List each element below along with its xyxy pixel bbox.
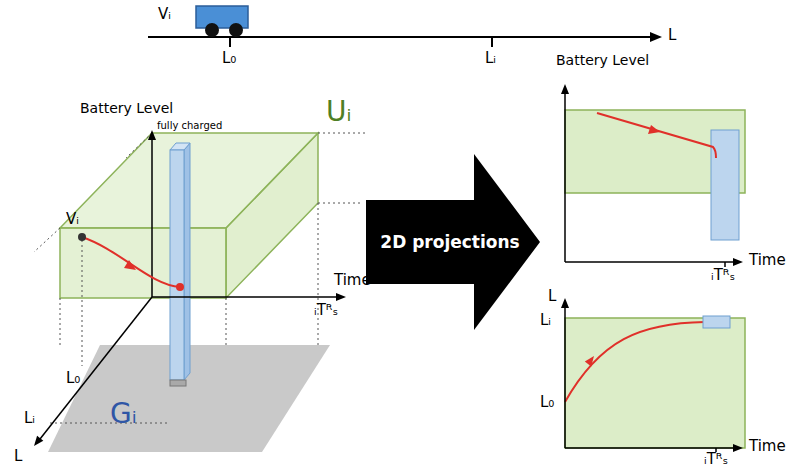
position-label: L₀ bbox=[66, 370, 80, 387]
position-label: Lᵢ bbox=[540, 312, 551, 329]
axes-3d bbox=[34, 130, 346, 446]
axis-label: Time bbox=[749, 438, 786, 455]
arrow-body bbox=[366, 154, 540, 330]
trajectory-3d bbox=[78, 233, 184, 291]
goal-label: Gᵢ bbox=[110, 398, 137, 430]
position-time-plot bbox=[561, 298, 745, 452]
level-note: fully charged bbox=[157, 120, 222, 132]
time-label: ᵢTᴿₛ bbox=[704, 451, 728, 468]
axis-label: Time bbox=[749, 252, 786, 269]
arrow-text: 2D projections bbox=[380, 232, 519, 252]
vehicle bbox=[196, 6, 248, 37]
axis-label: L bbox=[668, 27, 676, 44]
axis-label: Battery Level bbox=[80, 100, 173, 116]
vehicle-label: Vᵢ bbox=[158, 6, 171, 23]
axis-label: L bbox=[14, 448, 22, 465]
axis-label: L bbox=[548, 288, 556, 305]
guide-lines bbox=[34, 133, 365, 423]
vehicle-label: Vᵢ bbox=[66, 211, 79, 228]
time-label: ᵢTᴿₛ bbox=[314, 302, 338, 319]
road-axis bbox=[148, 32, 662, 47]
axis-label: Time bbox=[334, 272, 371, 289]
projection-arrow: 2D projections bbox=[366, 152, 542, 332]
position-label: Lᵢ bbox=[485, 50, 496, 67]
battery-time-plot bbox=[561, 84, 745, 267]
region-label: Uᵢ bbox=[326, 96, 352, 128]
time-label: ᵢTᴿₛ bbox=[711, 267, 735, 284]
axis-label: Battery Level bbox=[556, 52, 649, 68]
position-label: L₀ bbox=[222, 50, 236, 67]
position-label: Lᵢ bbox=[24, 410, 35, 427]
goal-column bbox=[170, 143, 190, 386]
position-label: L₀ bbox=[540, 394, 554, 411]
